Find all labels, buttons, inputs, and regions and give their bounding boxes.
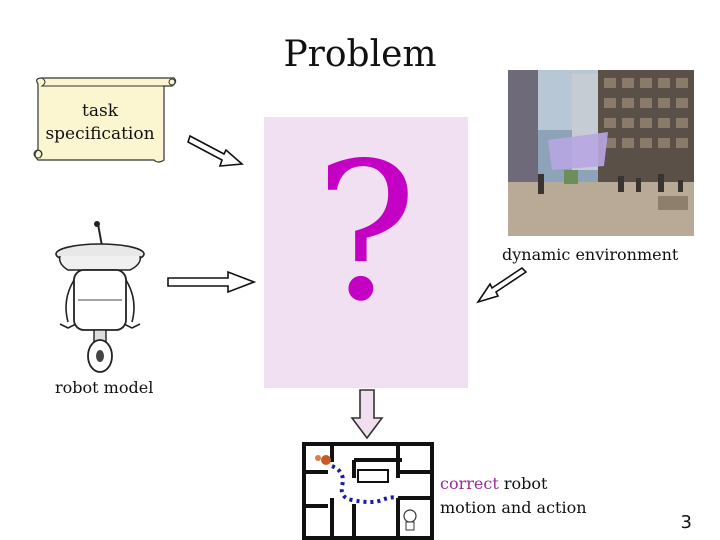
page-number: 3 — [680, 512, 692, 533]
problem-box — [264, 117, 468, 388]
correct-highlight: correct — [440, 474, 499, 493]
slide-title: Problem — [283, 34, 437, 75]
arrow-right-icon — [167, 270, 257, 294]
result-line1: correct robot — [440, 472, 587, 496]
result-line1-rest: robot — [498, 474, 548, 493]
result-line2: motion and action — [440, 498, 587, 517]
maze-map — [302, 442, 434, 540]
task-specification-label: task specification — [38, 100, 162, 146]
task-spec-line2: specification — [45, 124, 155, 144]
scroll-icon — [33, 77, 177, 163]
robot-model-label: robot model — [55, 378, 154, 397]
question-mark: ? — [315, 122, 417, 343]
arrow-left-down-icon — [476, 266, 528, 304]
arrow-right-down-icon — [187, 134, 244, 167]
environment-photo — [508, 70, 694, 236]
dynamic-environment-label: dynamic environment — [502, 245, 679, 264]
robot-drawing — [55, 221, 145, 373]
arrow-down-icon — [350, 389, 384, 440]
result-description: correct robot motion and action — [440, 472, 587, 520]
task-spec-line1: task — [82, 101, 118, 121]
